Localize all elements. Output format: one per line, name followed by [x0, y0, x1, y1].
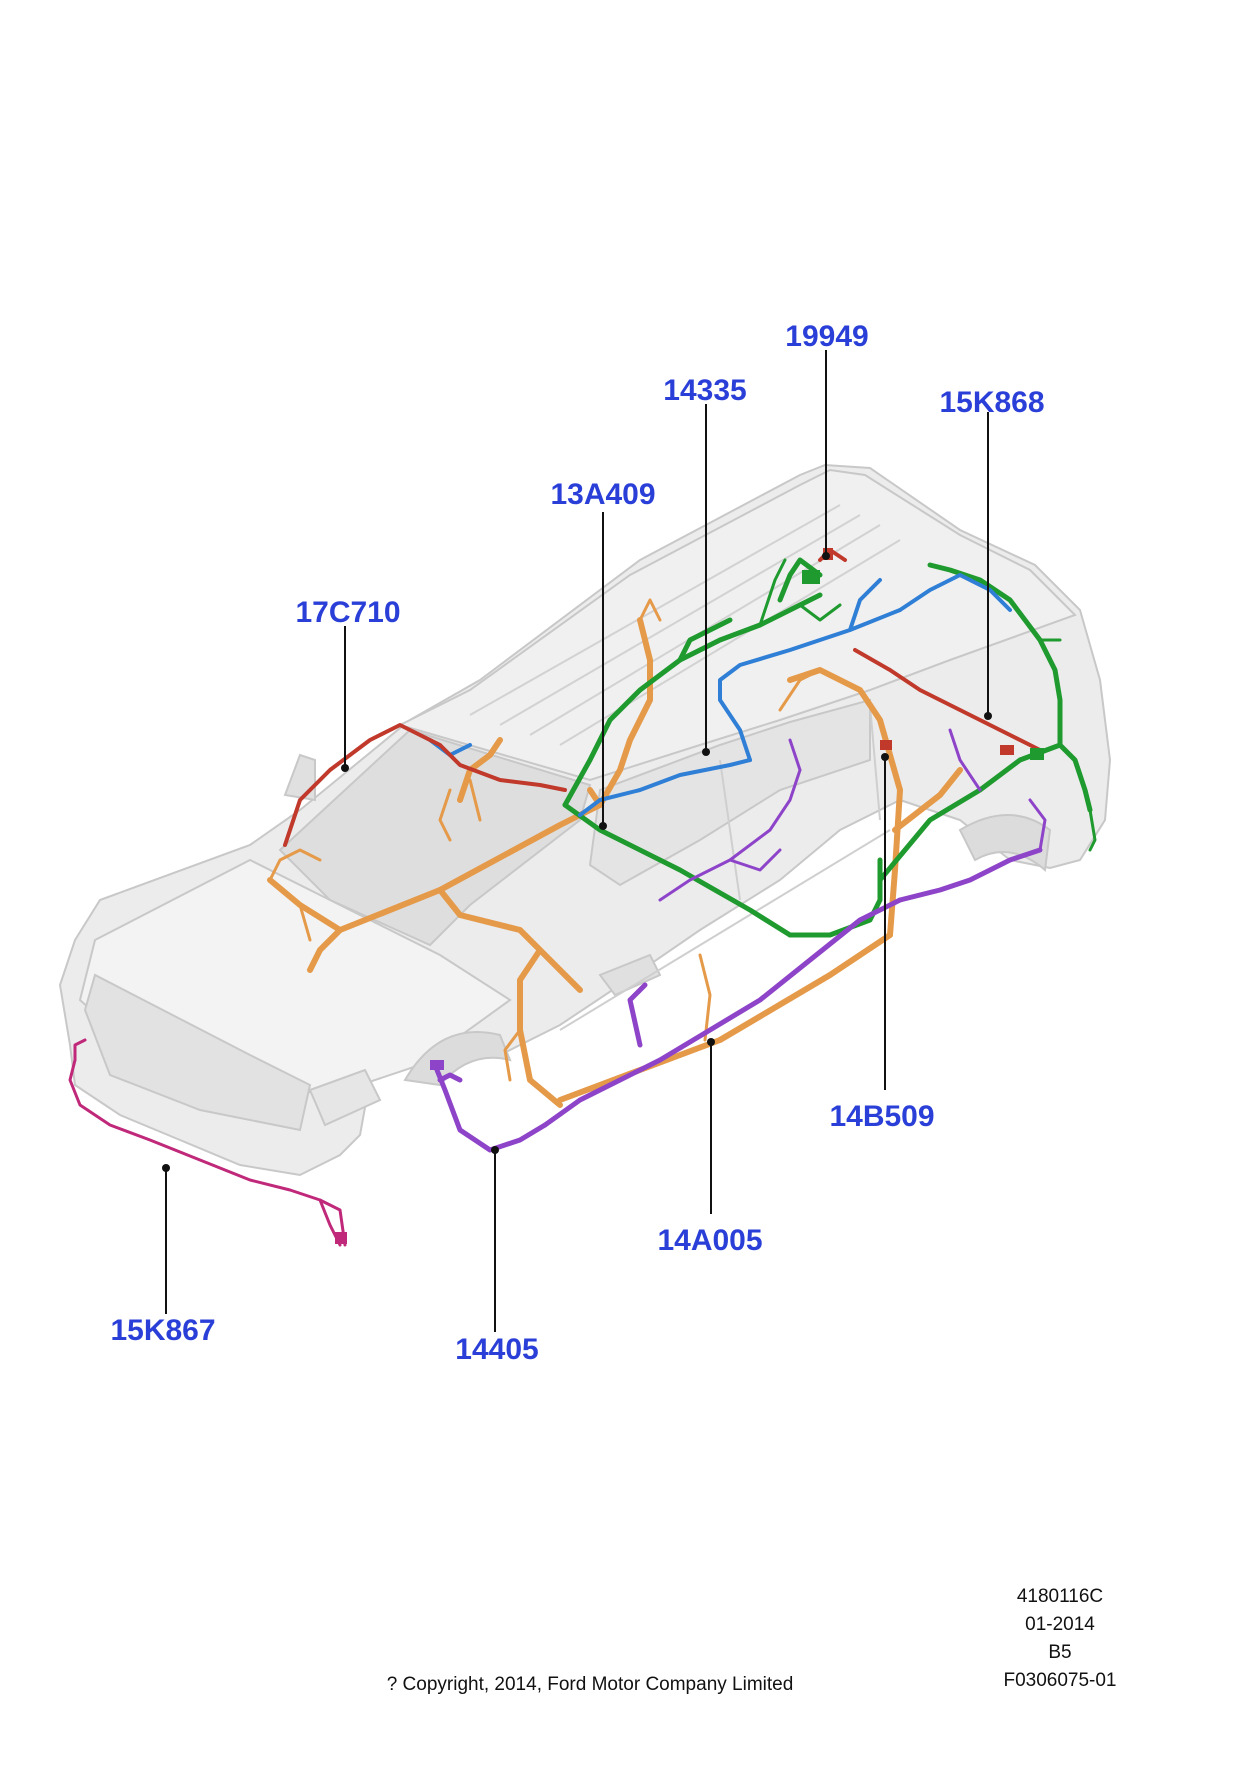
right-mirror [598, 953, 662, 997]
dot-14A005 [707, 1038, 715, 1046]
figure-number: F0306075-01 [1003, 1670, 1117, 1691]
copyright-notice: ? Copyright, 2014, Ford Motor Company Li… [386, 1674, 794, 1695]
harness-purple-thin [658, 728, 1047, 902]
drawing-revision: B5 [1048, 1642, 1072, 1663]
callout-13A409: 13A409 [550, 478, 655, 511]
callout-15K868: 15K868 [939, 386, 1044, 419]
wiring-harnesses [68, 548, 1097, 1247]
drawing-reference-block: 4180116C 01-2014 B5 F0306075-01 [975, 1583, 1145, 1695]
callout-17C710: 17C710 [295, 596, 400, 629]
harness-orange-thin [268, 598, 822, 1082]
harness-green-thin [758, 558, 1097, 852]
dot-14405 [491, 1146, 499, 1154]
grille [83, 973, 312, 1132]
callout-14B509: 14B509 [829, 1100, 934, 1133]
callout-19949: 19949 [785, 320, 868, 353]
dot-14335 [702, 748, 710, 756]
dot-17C710 [341, 764, 349, 772]
dot-14B509 [881, 753, 889, 761]
callout-14A005: 14A005 [657, 1224, 762, 1257]
callout-15K867: 15K867 [110, 1314, 215, 1347]
harness-purple [432, 847, 1043, 1153]
dot-19949 [822, 552, 830, 560]
leader-lines [162, 350, 992, 1332]
callout-14405: 14405 [455, 1333, 538, 1366]
side-mirror [283, 753, 316, 802]
door-lines [559, 704, 891, 1031]
callout-14335: 14335 [663, 374, 746, 407]
side-windows [588, 698, 871, 887]
dot-13A409 [599, 822, 607, 830]
drawing-number: 4180116C [1016, 1586, 1104, 1607]
dot-15K867 [162, 1164, 170, 1172]
callout-labels: 19949 14335 15K868 13A409 17C710 14B509 … [110, 320, 1044, 1366]
headlamp [308, 1068, 382, 1127]
front-wheel-arch [403, 1031, 512, 1087]
dot-15K868 [984, 712, 992, 720]
roof [397, 468, 1077, 782]
drawing-date: 01-2014 [1025, 1614, 1095, 1635]
